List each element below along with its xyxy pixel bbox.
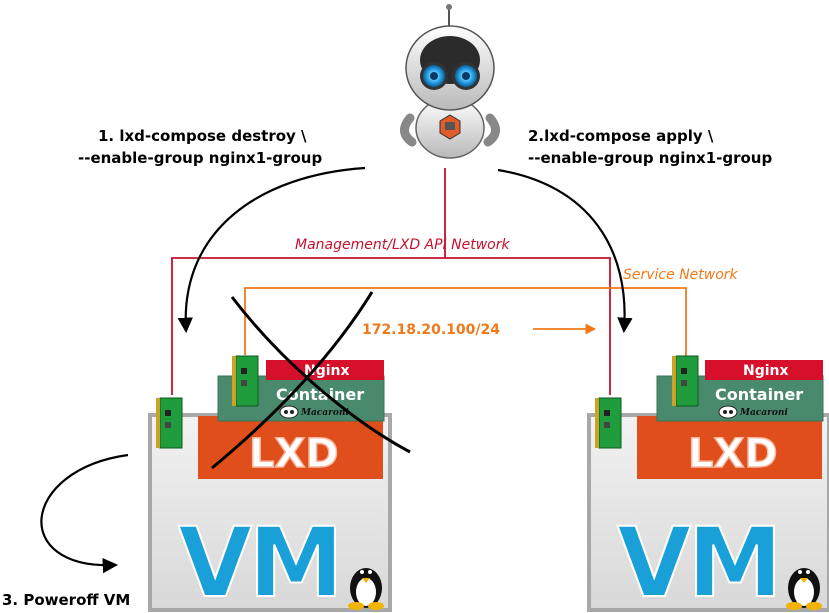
- management-network-label: Management/LXD API Network: [295, 237, 511, 253]
- apply-command-line1: 2.lxd-compose apply \: [528, 127, 714, 145]
- macaroni-logo-text: Macaroni: [739, 408, 788, 418]
- nginx-label: Nginx: [304, 363, 350, 379]
- macaroni-logo-icon: [718, 405, 738, 419]
- destroy-arrow: [177, 166, 366, 334]
- destroy-command-line1: 1. lxd-compose destroy \: [98, 127, 307, 145]
- macaroni-logo-text: Macaroni: [300, 408, 349, 418]
- lxd-box: [637, 416, 822, 479]
- vm-label: VM: [178, 507, 340, 613]
- host-right: VM LXD Container Nginx Macaroni: [587, 355, 829, 613]
- network-card-icon: [156, 397, 183, 449]
- destroy-cross-out: [211, 291, 411, 470]
- network-card-icon: [232, 355, 259, 407]
- tux-penguin-icon: [786, 568, 822, 610]
- lxd-label: LXD: [688, 431, 778, 477]
- service-network-label: Service Network: [623, 267, 739, 283]
- vm-label: VM: [617, 507, 779, 613]
- poweroff-arrow: [40, 453, 129, 574]
- apply-arrow: [497, 168, 633, 334]
- network-card-icon: [672, 355, 699, 407]
- apply-command-line2: --enable-group nginx1-group: [528, 149, 772, 167]
- robot-icon: [400, 4, 500, 159]
- ip-address-label: 172.18.20.100/24: [362, 322, 500, 338]
- macaroni-logo-icon: [279, 405, 299, 419]
- nginx-label: Nginx: [743, 363, 789, 379]
- lxd-label: LXD: [249, 431, 339, 477]
- nginx-bar: [266, 360, 384, 380]
- network-card-icon: [595, 397, 622, 449]
- destroy-command-line2: --enable-group nginx1-group: [78, 149, 322, 167]
- poweroff-label: 3. Poweroff VM: [2, 591, 130, 609]
- host-left: VM LXD Container Nginx Macaroni: [148, 291, 411, 613]
- management-network: [171, 168, 611, 395]
- nginx-bar: [705, 360, 823, 380]
- service-network: [244, 287, 687, 356]
- lxd-box: [198, 416, 383, 479]
- tux-penguin-icon: [348, 568, 384, 610]
- container-label: Container: [276, 385, 364, 404]
- container-label: Container: [715, 385, 803, 404]
